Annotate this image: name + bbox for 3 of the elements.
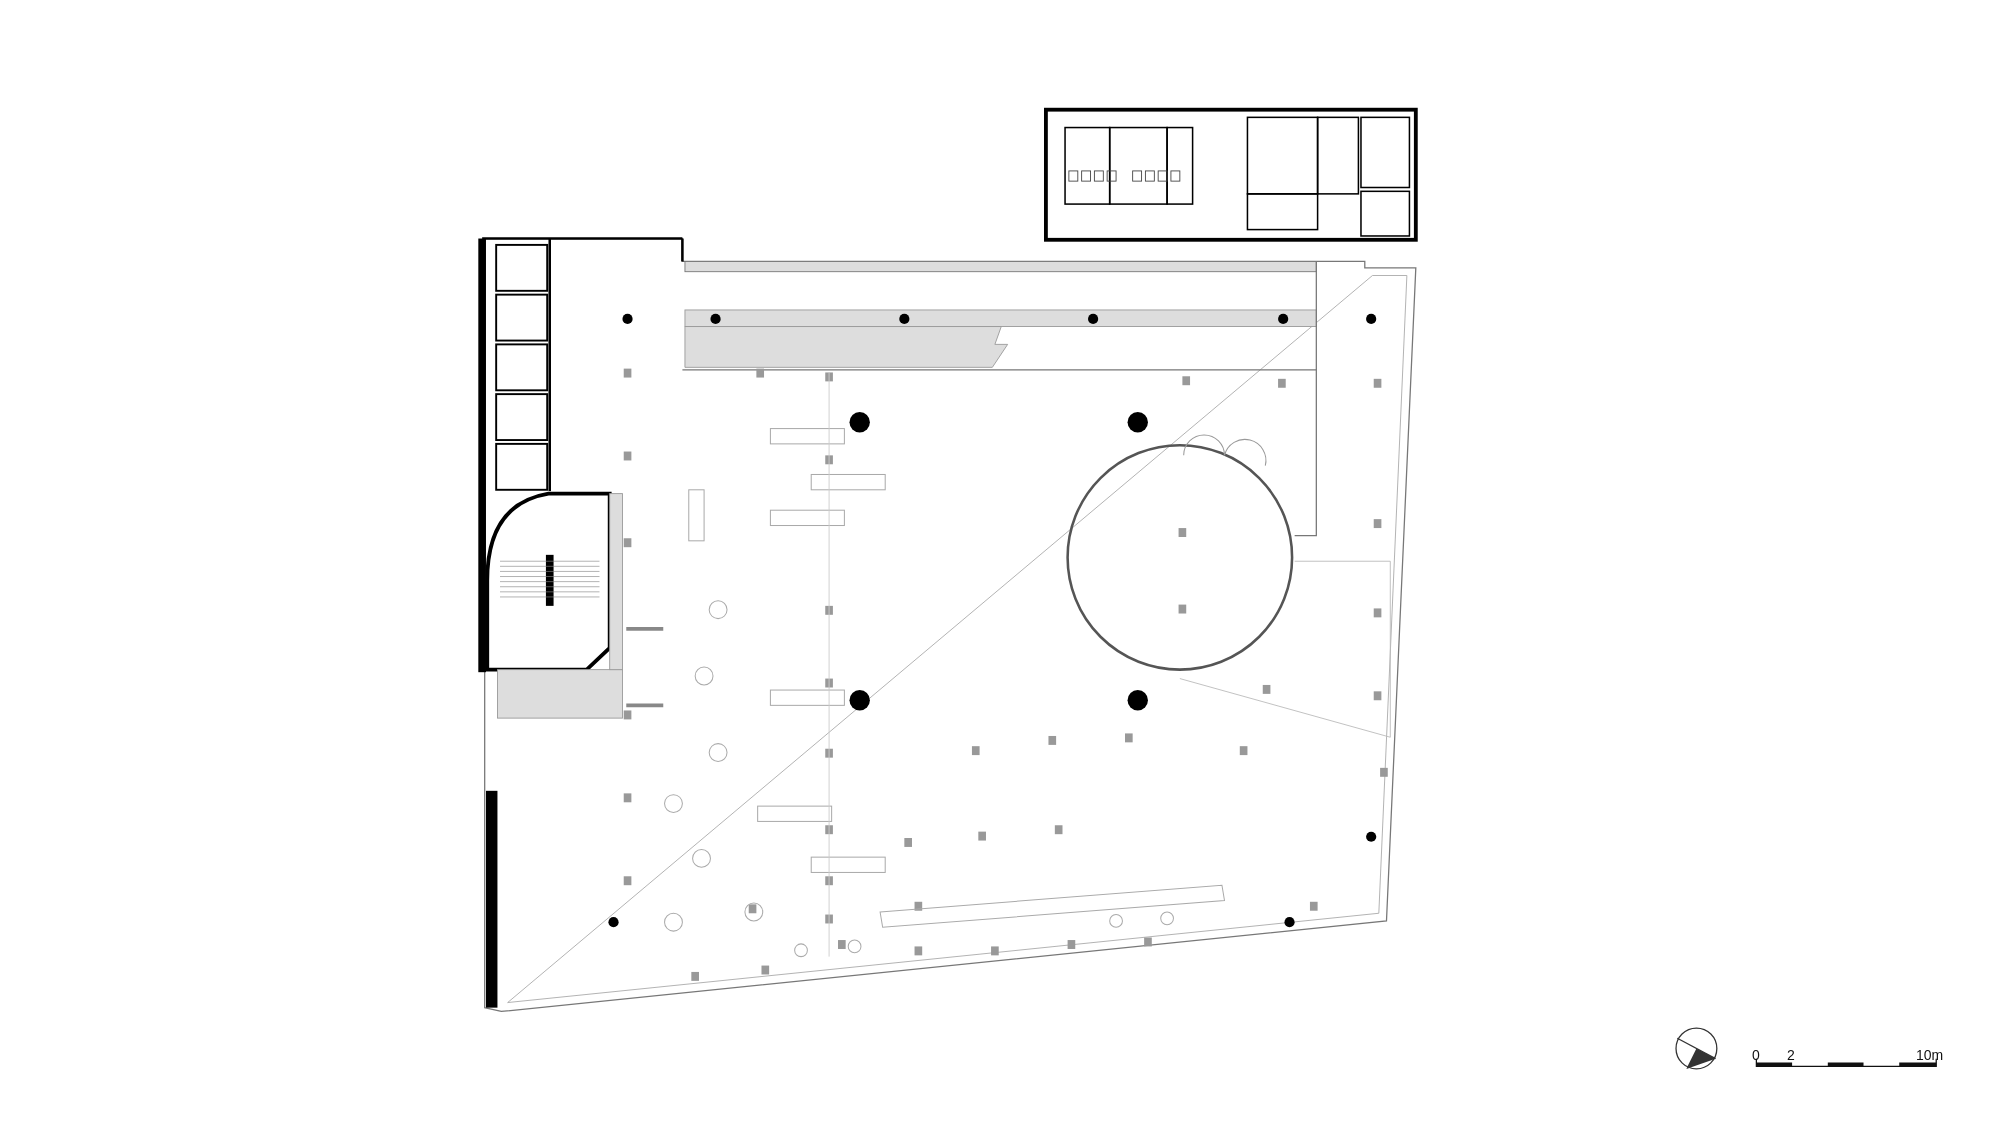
scale-label: 10m bbox=[1916, 1047, 1944, 1063]
scale-label: 2 bbox=[1787, 1047, 1795, 1063]
scale-label: 0 bbox=[1752, 1047, 1760, 1063]
